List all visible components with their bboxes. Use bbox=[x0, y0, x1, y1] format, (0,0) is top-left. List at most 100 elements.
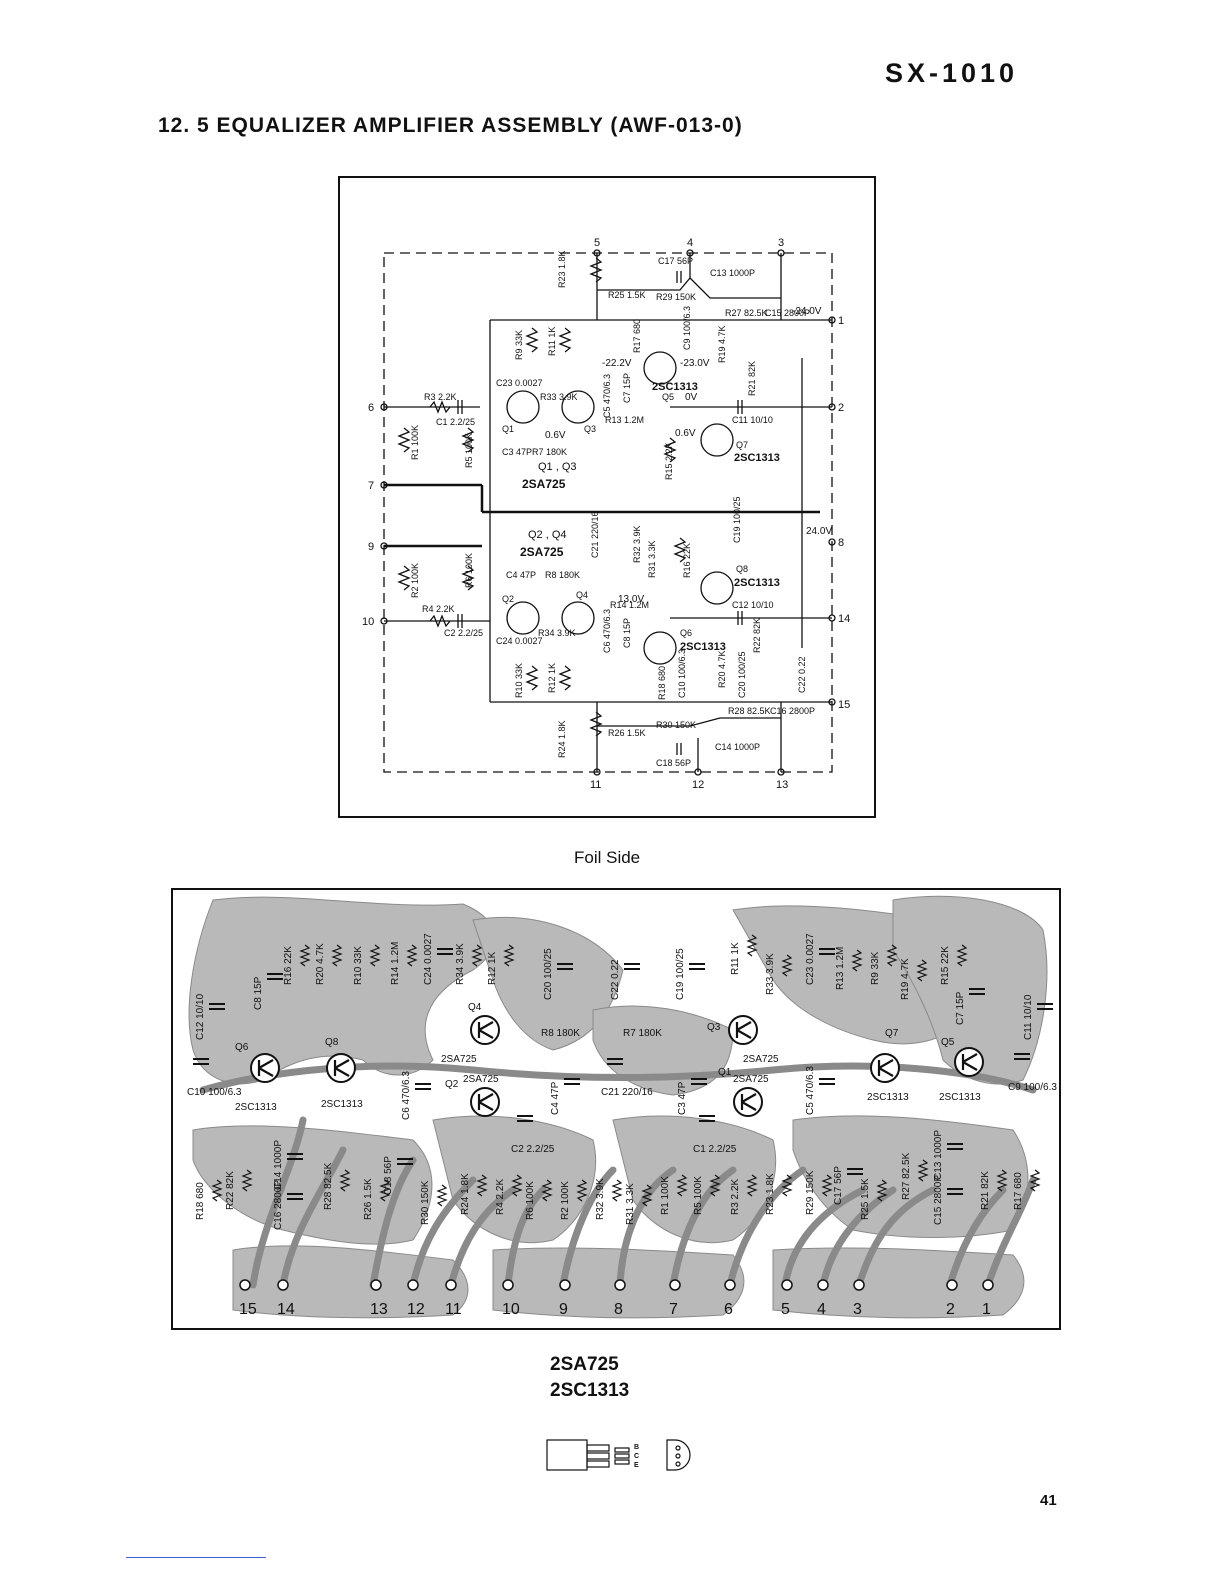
label-c3: C3 47P bbox=[502, 447, 532, 457]
pcb-label-r1-100k-62: R1 100K bbox=[660, 1176, 671, 1215]
label-r17: R17 680 bbox=[632, 319, 642, 353]
pcb-terminal-number-4: 4 bbox=[817, 1301, 826, 1318]
pcb-terminal-pad-6 bbox=[724, 1279, 736, 1291]
label-r15: R15 2.2K bbox=[664, 442, 674, 480]
pcb-label-c18-56p-54: C18 56P bbox=[383, 1156, 394, 1195]
group-q1-q3: Q1 , Q3 bbox=[538, 461, 577, 473]
pcb-label-c1-2-2-25-47: C1 2.2/25 bbox=[693, 1144, 737, 1155]
pcb-label-2sc1313-32: 2SC1313 bbox=[235, 1102, 277, 1113]
pcb-label-r25-1-5k-68: R25 1.5K bbox=[860, 1178, 871, 1220]
pcb-capacitor-51 bbox=[287, 1193, 303, 1200]
terminal-11: 11 bbox=[590, 779, 601, 791]
pcb-resistor-62 bbox=[676, 1174, 688, 1197]
pcb-resistor-58 bbox=[541, 1179, 553, 1202]
label-c13: C13 1000P bbox=[710, 268, 755, 278]
pcb-terminal-number-6: 6 bbox=[724, 1301, 733, 1318]
terminal-1: 1 bbox=[838, 315, 844, 327]
label-q1: Q1 bbox=[502, 424, 514, 434]
pcb-label-r29-150k-66: R29 150K bbox=[805, 1170, 816, 1215]
label-c5: C5 470/6.3 bbox=[602, 374, 612, 418]
pcb-capacitor-71 bbox=[947, 1188, 963, 1195]
pcb-transistor-icon-3 bbox=[728, 1015, 758, 1045]
pcb-terminal-pad-8 bbox=[614, 1279, 626, 1291]
pcb-label-c11-10-10-20: C11 10/10 bbox=[1023, 994, 1034, 1040]
pcb-resistor-12 bbox=[746, 934, 758, 957]
pcb-capacitor-6 bbox=[437, 948, 453, 955]
pcb-label-c20-100-25-9: C20 100/25 bbox=[543, 948, 554, 1000]
transistor-body-icon bbox=[546, 1439, 588, 1471]
pcb-resistor-7 bbox=[471, 944, 483, 967]
pcb-resistor-8 bbox=[503, 944, 515, 967]
label-r9: R9 33K bbox=[514, 330, 524, 360]
page-number: 41 bbox=[1040, 1492, 1057, 1509]
terminal-4: 4 bbox=[687, 237, 693, 249]
pcb-label-r3-2-2k-64: R3 2.2K bbox=[730, 1179, 741, 1215]
pcb-label-r16-22k-2: R16 22K bbox=[283, 946, 294, 985]
label-c23: C23 0.0027 bbox=[496, 378, 543, 388]
pcb-terminal-pad-10 bbox=[502, 1279, 514, 1291]
pcb-transistor-icon-1 bbox=[326, 1053, 356, 1083]
pcb-resistor-64 bbox=[746, 1174, 758, 1197]
pcb-terminal-pad-2 bbox=[946, 1279, 958, 1291]
pcb-label-r4-2-2k-57: R4 2.2K bbox=[495, 1179, 506, 1215]
pcb-resistor-48 bbox=[211, 1179, 223, 1202]
pcb-resistor-2 bbox=[299, 944, 311, 967]
pcb-label-c6-470-6-3-36: C6 470/6.3 bbox=[401, 1071, 412, 1120]
voltage-neg22-2: -22.2V bbox=[602, 358, 632, 369]
voltage-24v: 24.0V bbox=[806, 526, 832, 537]
pcb-label-c17-56p-67: C17 56P bbox=[833, 1166, 844, 1205]
pcb-label-q1-40: Q1 bbox=[718, 1067, 732, 1078]
pcb-terminal-number-3: 3 bbox=[853, 1301, 862, 1318]
pcb-label-r22-82k-49: R22 82K bbox=[225, 1171, 236, 1210]
label-r28: R28 82.5K bbox=[728, 706, 771, 716]
terminal-9: 9 bbox=[368, 541, 374, 553]
pcb-capacitor-67 bbox=[847, 1168, 863, 1175]
group-2sa725-bottom: 2SA725 bbox=[520, 545, 564, 559]
transistor-pinout-diagram: B C E bbox=[545, 1436, 695, 1481]
pcb-label-r14-1-2m-5: R14 1.2M bbox=[390, 942, 401, 985]
pcb-transistor-symbol-6 bbox=[477, 1093, 494, 1111]
pcb-capacitor-20 bbox=[1037, 1003, 1053, 1010]
voltage-neg23: -23.0V bbox=[680, 358, 710, 369]
pcb-transistor-icon-2 bbox=[470, 1015, 500, 1045]
footer-rule bbox=[126, 1557, 266, 1558]
pcb-terminal-pad-5 bbox=[781, 1279, 793, 1291]
foil-side-label: Foil Side bbox=[574, 848, 641, 867]
label-c22: C22 0.22 bbox=[797, 656, 807, 693]
pinout-caption-2sc1313: 2SC1313 bbox=[550, 1380, 630, 1401]
pcb-transistor-symbol-0 bbox=[257, 1059, 274, 1077]
label-r3: R3 2.2K bbox=[424, 392, 457, 402]
pcb-capacitor-39 bbox=[691, 1078, 707, 1085]
pcb-terminal-number-8: 8 bbox=[614, 1301, 623, 1318]
label-r12: R12 1K bbox=[547, 663, 557, 693]
label-2sc1313-q6: 2SC1313 bbox=[680, 641, 726, 653]
label-q7: Q7 bbox=[736, 440, 748, 450]
pcb-terminal-number-13: 13 bbox=[370, 1301, 388, 1318]
label-r16: R16 22K bbox=[682, 543, 692, 578]
pcb-capacitor-31 bbox=[193, 1058, 209, 1065]
label-r13: R13 1.2M bbox=[605, 415, 644, 425]
schematic-diagram: 5 4 3 1 2 6 7 8 9 10 14 15 11 12 13 R23 … bbox=[338, 176, 876, 818]
pcb-label-r10-33k-4: R10 33K bbox=[353, 946, 364, 985]
pcb-capacitor-47 bbox=[699, 1115, 715, 1122]
pcb-resistor-59 bbox=[576, 1179, 588, 1202]
pcb-resistor-18 bbox=[956, 944, 968, 967]
label-2sc1313-q5: 2SC1313 bbox=[652, 381, 698, 393]
pcb-transistor-icon-5 bbox=[954, 1047, 984, 1077]
label-c16: C16 2800P bbox=[770, 706, 815, 716]
pcb-resistor-16 bbox=[886, 944, 898, 967]
pcb-label-r2-100k-59: R2 100K bbox=[560, 1181, 571, 1220]
pcb-label-c21-220-16-38: C21 220/16 bbox=[601, 1087, 653, 1098]
pcb-capacitor-38 bbox=[607, 1058, 623, 1065]
terminal-15: 15 bbox=[838, 699, 850, 711]
model-number: SX-1010 bbox=[885, 58, 1019, 88]
terminal-5: 5 bbox=[594, 237, 600, 249]
pcb-label-c5-470-6-3-42: C5 470/6.3 bbox=[805, 1066, 816, 1115]
terminal-6: 6 bbox=[368, 402, 374, 414]
pcb-label-q4-23: Q4 bbox=[468, 1002, 482, 1013]
section-title: 12. 5 EQUALIZER AMPLIFIER ASSEMBLY (AWF-… bbox=[158, 114, 743, 137]
label-r30: R30 150K bbox=[656, 720, 696, 730]
terminal-12: 12 bbox=[692, 779, 704, 791]
label-r27: R27 82.5K bbox=[725, 308, 768, 318]
